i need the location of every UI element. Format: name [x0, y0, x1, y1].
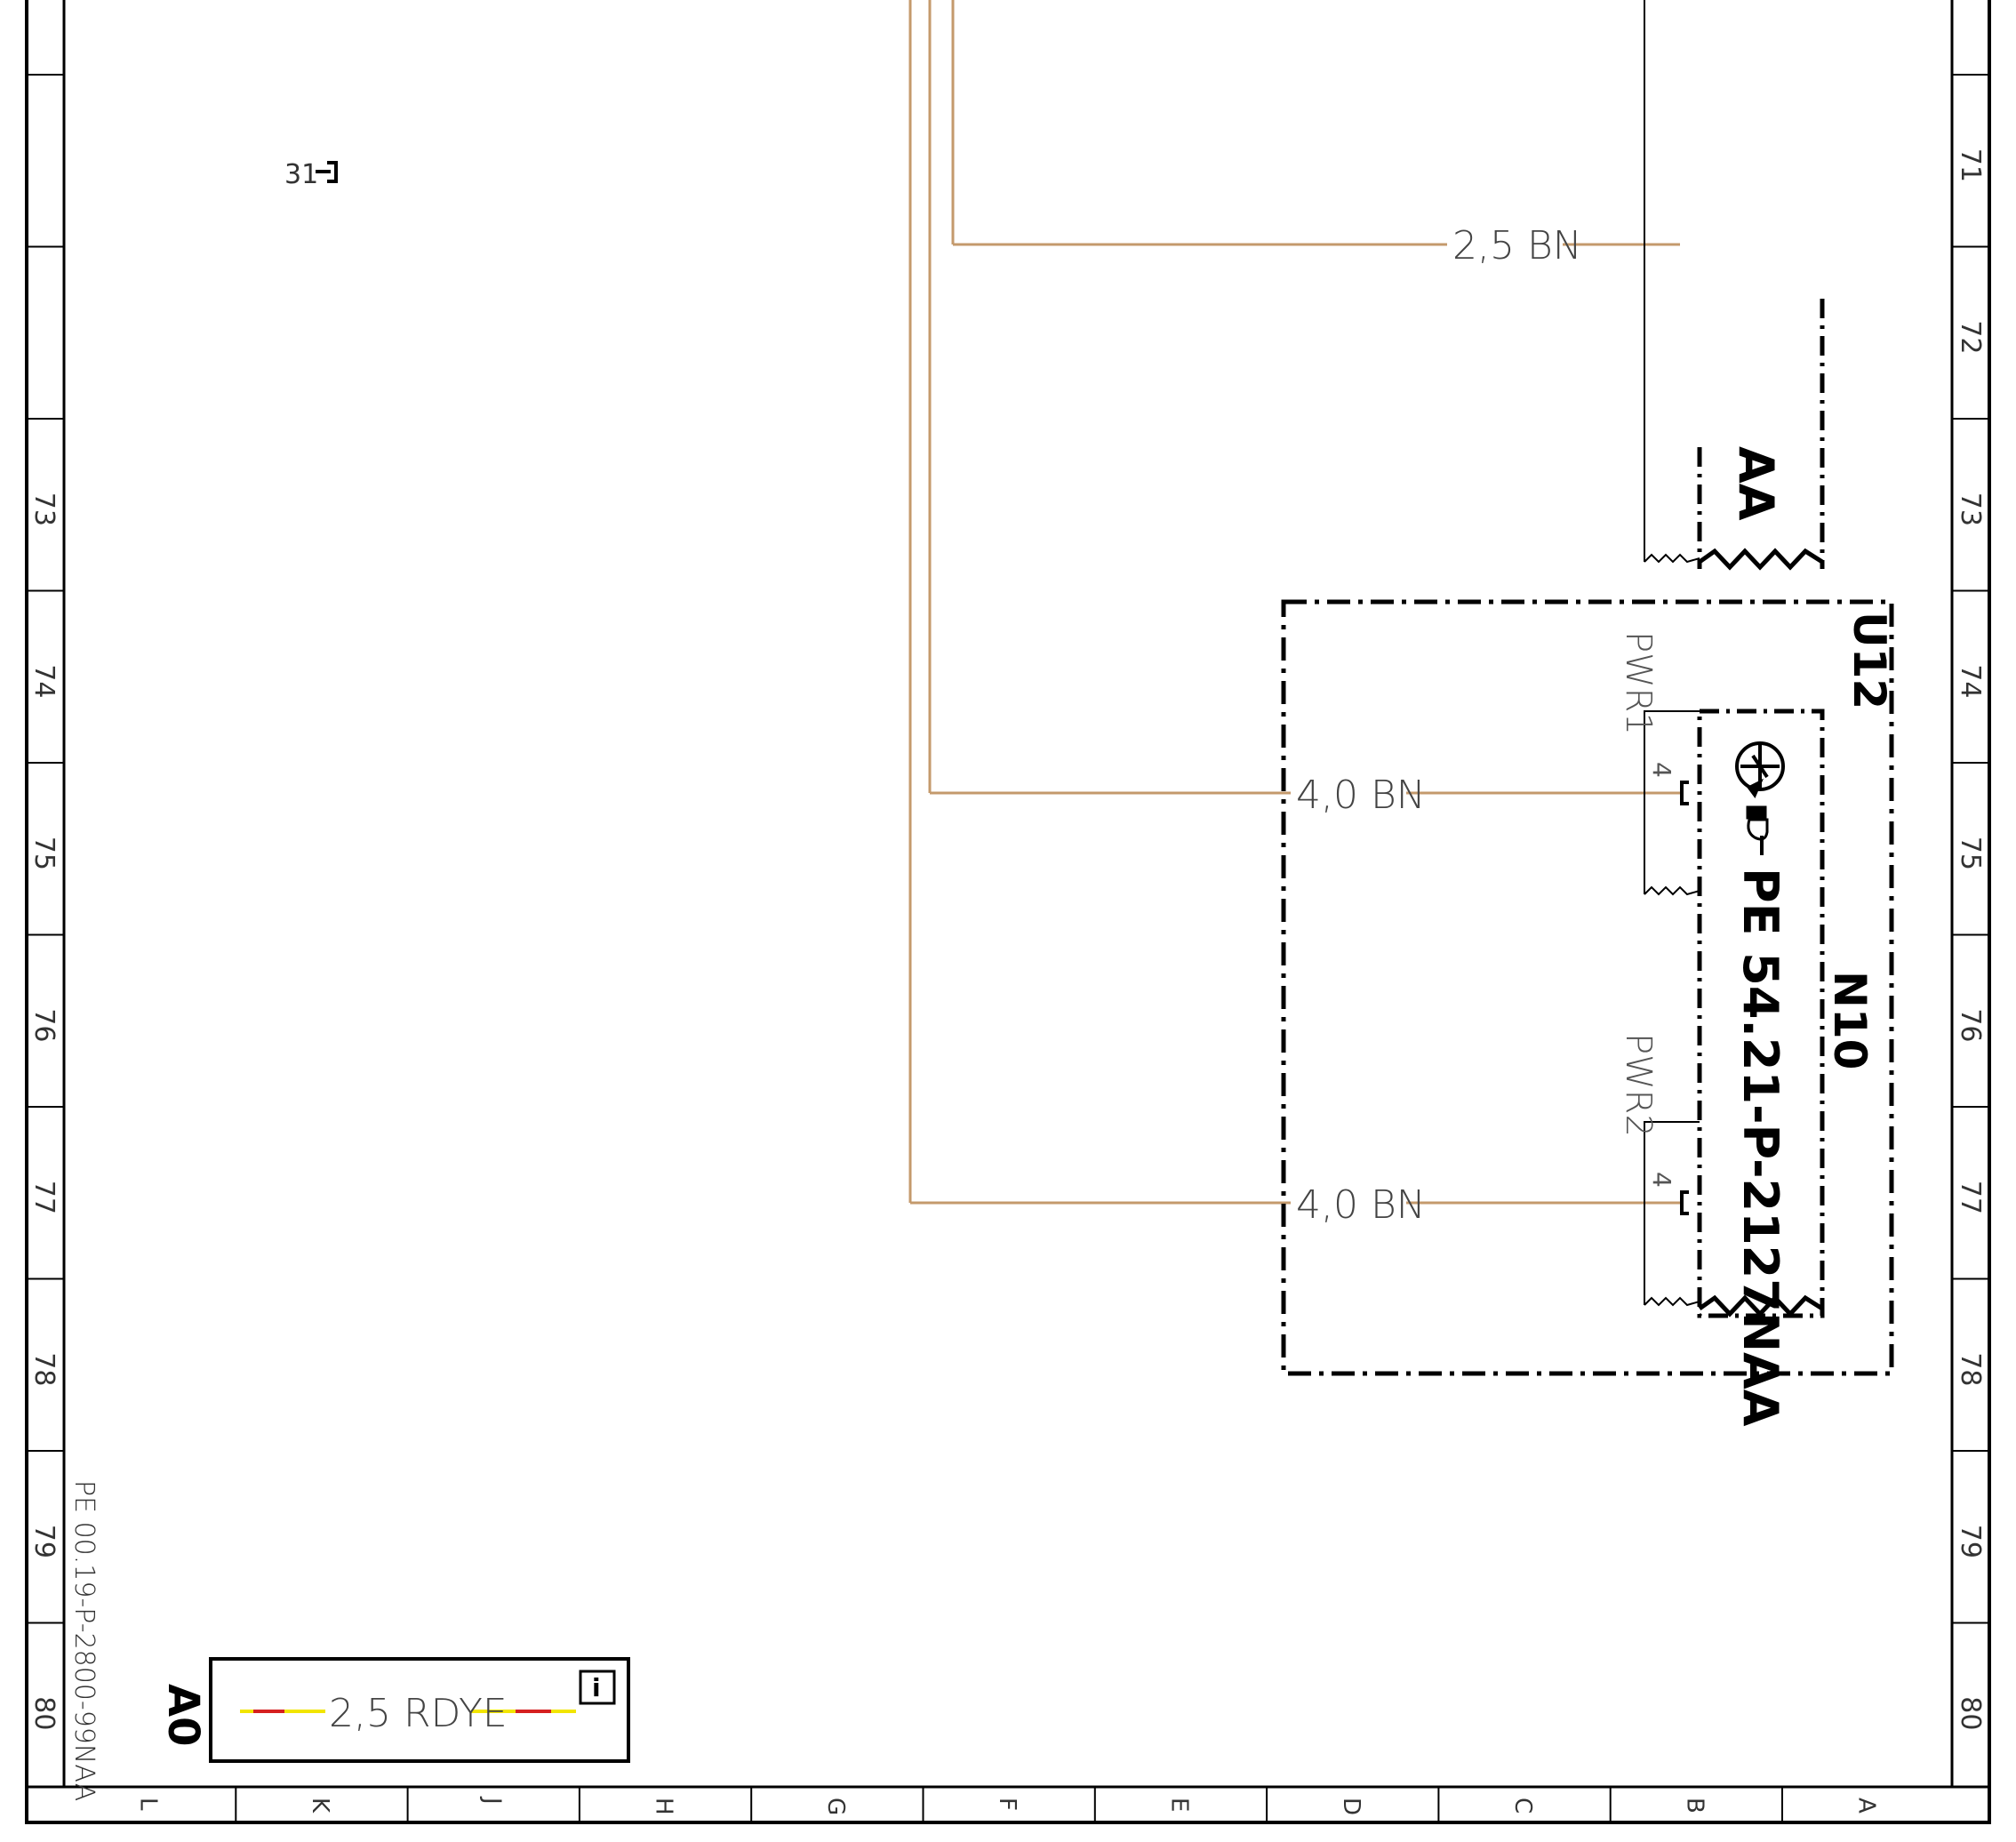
wire-harness-bn [908, 0, 1682, 1205]
pin-pwr2: PWR2 4 [1618, 1033, 1700, 1307]
pin-pwr2-contact-icon [1680, 1190, 1689, 1215]
drawing-number: PE 00.19-P-2800-99NAA [68, 1480, 100, 1801]
row-label-right-78: 78 [1955, 1352, 1986, 1386]
module-u12-label: U12 [1844, 612, 1895, 709]
column-label-A: A [1853, 1798, 1880, 1814]
row-label-right-75: 75 [1955, 837, 1986, 870]
wire-label-pwr1: 4,0 BN [1296, 773, 1426, 818]
pin-pwr1-contact-icon [1680, 781, 1689, 805]
row-label-right-73: 73 [1955, 493, 1986, 526]
pointing-hand-icon [1746, 805, 1769, 855]
module-u12: U12 N10 PE 54.21-P-2127NAA PWR1 4 [1281, 599, 1895, 1427]
column-label-B: B [1681, 1798, 1708, 1814]
row-label-left-75: 75 [28, 837, 60, 870]
wire-label-pwr2: 4,0 BN [1296, 1182, 1426, 1228]
info-glyph: i [592, 1673, 601, 1702]
column-label-L: L [135, 1798, 162, 1811]
row-label-left-80: 80 [28, 1696, 60, 1730]
pin-pwr2-number: 4 [1647, 1172, 1676, 1188]
row-label-right-72: 72 [1955, 320, 1986, 354]
ground-bracket-icon [316, 161, 338, 183]
module-n10-label: N10 [1824, 971, 1876, 1069]
row-labels-right: 71 72 73 74 75 76 77 78 79 80 [1955, 148, 1986, 1731]
row-label-left-77: 77 [28, 1181, 60, 1214]
legend-a0: A0 2,5 RDYE i [158, 1657, 630, 1763]
row-label-left-76: 76 [28, 1008, 60, 1042]
transistor-symbol-icon [1735, 741, 1785, 798]
wire-label-top: 2,5 BN [1452, 223, 1582, 268]
legend-designator: A0 [158, 1684, 208, 1747]
legend-wire-label: 2,5 RDYE [329, 1691, 508, 1736]
pin-pwr1-name: PWR1 [1618, 631, 1659, 735]
row-label-right-71: 71 [1955, 148, 1986, 182]
column-label-K: K [307, 1798, 333, 1814]
row-label-right-77: 77 [1955, 1181, 1986, 1214]
frame-grid-ticks [27, 74, 1989, 1822]
row-label-right-76: 76 [1955, 1008, 1986, 1042]
info-icon: i [579, 1670, 616, 1705]
row-label-right-74: 74 [1955, 664, 1986, 698]
column-label-E: E [1165, 1798, 1192, 1812]
row-label-right-80: 80 [1955, 1696, 1986, 1730]
pin-pwr1-number: 4 [1647, 762, 1676, 778]
row-label-left-74: 74 [28, 664, 60, 698]
sheet-frame [25, 0, 1991, 1824]
row-label-right-79: 79 [1955, 1525, 1986, 1558]
pin-pwr2-name: PWR2 [1618, 1033, 1659, 1137]
row-label-left-79: 79 [28, 1525, 60, 1558]
ground-reference: 31 [284, 159, 338, 190]
row-label-left-73: 73 [28, 493, 60, 526]
column-label-J: J [478, 1796, 505, 1805]
column-label-H: H [651, 1798, 677, 1815]
column-label-F: F [994, 1798, 1020, 1811]
module-reference: PE 54.21-P-2127NAA [1732, 868, 1788, 1427]
column-label-C: C [1509, 1798, 1536, 1814]
ground-reference-label: 31 [284, 159, 318, 190]
row-labels-left: 73 74 75 76 77 78 79 80 [28, 493, 60, 1731]
connector-aa: AA [1644, 0, 1825, 571]
column-label-D: D [1338, 1798, 1364, 1815]
column-label-G: G [822, 1798, 849, 1815]
row-label-left-78: 78 [28, 1352, 60, 1386]
pin-pwr1: PWR1 4 [1618, 631, 1700, 896]
connector-aa-label: AA [1728, 446, 1784, 521]
